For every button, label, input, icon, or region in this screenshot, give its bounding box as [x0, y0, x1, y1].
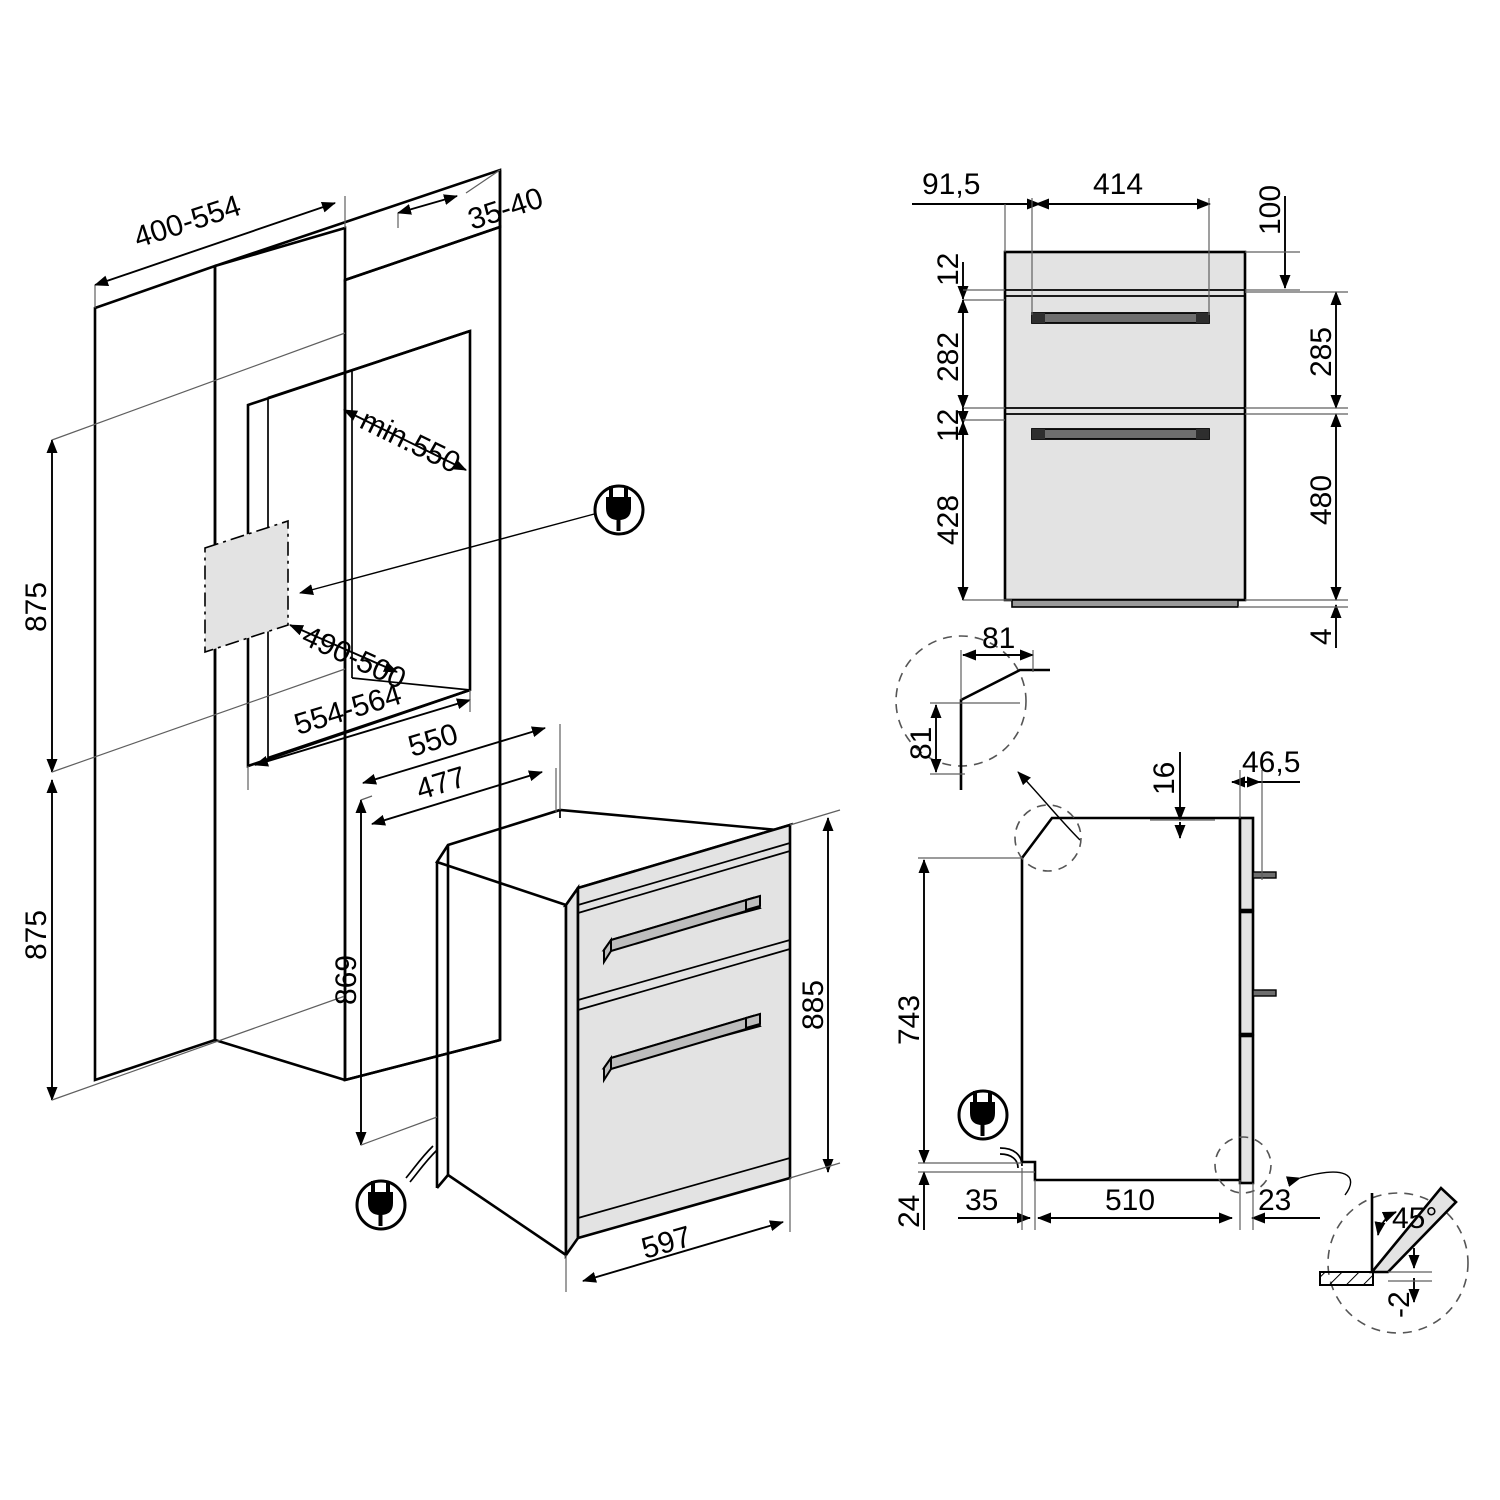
- dim-upper-door-height: 282: [932, 332, 965, 382]
- power-plug-icon: [355, 1179, 407, 1231]
- power-plug-icon: [957, 1089, 1009, 1141]
- dim-body-depth-side: 510: [1105, 1184, 1155, 1217]
- dim-body-depth: 477: [412, 760, 470, 806]
- dim-clearance: -2: [1383, 1291, 1416, 1318]
- dim-appliance-width: 597: [638, 1220, 695, 1266]
- handle-lower-front: [1031, 428, 1210, 440]
- dim-foot-height: 4: [1305, 628, 1338, 645]
- dim-lower-door-height: 428: [932, 495, 965, 545]
- detail-corner-81: 81 81: [895, 622, 1081, 841]
- dim-top-to-upper-door: 100: [1254, 185, 1287, 235]
- dim-door-depth: 23: [1258, 1184, 1291, 1217]
- dim-lower-cavity: 480: [1305, 475, 1338, 525]
- power-plug-icon: [593, 484, 645, 536]
- dim-detail-vertical: 81: [905, 727, 938, 760]
- handle-upper-front: [1031, 312, 1210, 324]
- dim-angle: 45°: [1392, 1202, 1437, 1235]
- dim-top-depth: 550: [404, 717, 462, 763]
- dim-depth-range: 400-554: [130, 189, 245, 254]
- dim-height-lower: 875: [20, 910, 53, 960]
- dim-top-recess: 16: [1148, 762, 1181, 795]
- dim-front-thickness: 35-40: [464, 182, 547, 237]
- dim-handle-length: 414: [1093, 168, 1143, 201]
- detail-angle-45: 45° -2: [1285, 1171, 1469, 1334]
- dim-detail-horizontal: 81: [982, 622, 1015, 655]
- dim-appliance-height: 885: [797, 980, 830, 1030]
- view-front-elevation: 91,5 414 100 12 282 12 428 285: [912, 168, 1348, 648]
- dim-upper-cavity: 285: [1305, 327, 1338, 377]
- handle-upper: [601, 894, 762, 966]
- dim-door-projection: 46,5: [1242, 746, 1300, 779]
- dim-plinth-height: 24: [893, 1195, 926, 1228]
- dim-gap-top: 12: [932, 253, 965, 286]
- dim-gap-mid: 12: [932, 409, 965, 442]
- handle-lower: [601, 1012, 762, 1084]
- dim-min-depth: min.550: [355, 404, 465, 480]
- view-appliance-isometric: 550 477 869 885 597: [330, 717, 841, 1292]
- view-side-section: 16 46,5 743 24 35 510 23: [893, 746, 1320, 1230]
- dim-cavity-height: 743: [893, 995, 926, 1045]
- dim-install-height: 869: [330, 955, 363, 1005]
- dim-handle-offset-left: 91,5: [922, 168, 980, 201]
- dim-height-upper: 875: [20, 582, 53, 632]
- dim-rear-offset: 35: [965, 1184, 998, 1217]
